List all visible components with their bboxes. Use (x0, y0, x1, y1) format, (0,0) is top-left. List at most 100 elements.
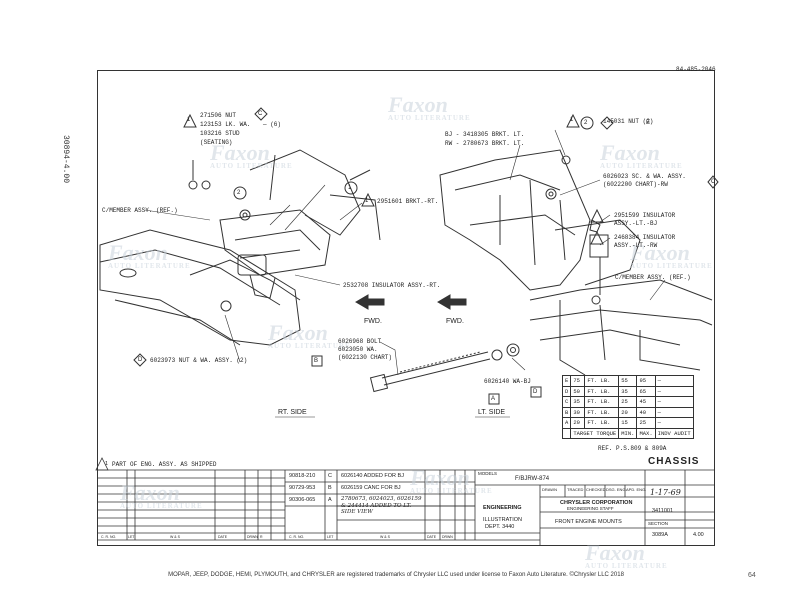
callout-bj-brkt: BJ - 3418305 BRKT. LT. (445, 131, 525, 138)
col-drwn: DRWN (247, 535, 258, 539)
label-fwd-center: FWD. (446, 318, 464, 325)
page-number: 64 (748, 572, 756, 579)
label-fwd-right: FWD. (364, 318, 382, 325)
torque-header: TARGET TORQUE MIN.MAX.INDV AUDIT (561, 427, 694, 439)
callout-insulator-rw-2: ASSY.-LT.-RW (614, 242, 658, 249)
col-let-2: LET (327, 535, 334, 539)
balloon-c-right: D (138, 357, 143, 363)
balloon-1-tri: 1 (365, 198, 369, 204)
footer-legal: MOPAR, JEEP, DODGE, HEMI, PLYMOUTH, and … (168, 572, 624, 578)
callout-bolt: 6026968 BOLT (338, 338, 382, 345)
callout-nut-wa: 6023973 NUT & WA. ASSY. (2) (150, 357, 248, 364)
torque-ref: REF. P.S.809 & 809A (598, 445, 667, 452)
balloon-1-circle: 1 (348, 185, 352, 191)
col-cr: C. R. NO. (101, 535, 117, 539)
drawing-sheet (97, 70, 715, 546)
models: F/BJRW-874 (515, 476, 550, 482)
rev-letter: B (328, 485, 332, 491)
callout-cmember-right: C/MEMBER ASSY. (REF.) (102, 207, 178, 214)
note-part-of-eng: PART OF ENG. ASSY. AS SHIPPED (112, 461, 217, 468)
balloon-c-left: D (533, 389, 538, 395)
callout-insulator-bj: 2951599 INSULATOR (614, 212, 676, 219)
callout-lk-wa: 123153 LK. WA. (200, 121, 251, 128)
rev-text: 6026140 ADDED FOR BJ (341, 473, 404, 479)
tb-staff: ENGINEERING STAFF (567, 506, 614, 511)
callout-qty: — (6) (263, 121, 282, 128)
tb-dept: ENGINEERING (483, 505, 522, 511)
callout-insulator-bj-2: ASSY.-LT.-BJ (614, 220, 658, 227)
rev-num: 90818-210 (289, 473, 316, 479)
col-date: DATE (218, 535, 228, 539)
callout-nut: 271506 NUT (200, 112, 237, 119)
col-ws: W & S (170, 535, 180, 539)
col-date-2: DATE (427, 535, 437, 539)
callout-insulator-rt: 2532708 INSULATOR ASSY.-RT. (343, 282, 441, 289)
tb-dsg: DSG. ENG. (606, 487, 627, 492)
crossmember-left (529, 279, 713, 376)
col-cr-2: C. R. NO. (289, 535, 305, 539)
tb-checked: CHECKED (586, 487, 606, 492)
balloon-e: E (646, 120, 651, 126)
balloon-1-note: 1 (105, 461, 109, 467)
callout-wa-bj: 6026140 WA-BJ (484, 378, 531, 385)
tb-drawn: DRAWN (542, 487, 557, 492)
insulator-right (219, 209, 331, 299)
models-label: MODELS (478, 471, 498, 476)
rev-num: 90729-953 (289, 485, 316, 491)
col-r: R (260, 535, 263, 539)
crossmember-right (99, 229, 301, 346)
tb-apd: APD. ENG. (626, 487, 647, 492)
tb-manual: 3411001 (652, 508, 674, 514)
label-rt-side: RT. SIDE (278, 409, 307, 416)
tb-title: FRONT ENGINE MOUNTS (555, 519, 622, 525)
rev-text: 6026159 CANC FOR BJ (341, 485, 401, 491)
tb-section-label: SECTION (648, 521, 669, 526)
tb-section: CHASSIS (648, 456, 700, 467)
balloon-d: C (711, 179, 716, 185)
callout-seating: (SEATING) (200, 139, 233, 146)
callout-wa: 6023050 WA. (338, 346, 378, 353)
tb-illustration: ILLUSTRATION (483, 517, 523, 523)
tb-dept-no: DEPT. 3440 (485, 524, 515, 530)
callout-stud: 103216 STUD (200, 130, 240, 137)
balloon-a: A (491, 396, 496, 402)
drawing-code: 84-485-2046 (676, 66, 716, 73)
tb-page: 4.00 (693, 532, 704, 538)
bracket-right (249, 149, 381, 241)
callout-sc-wa: 6026023 SC. & WA. ASSY. (603, 173, 686, 180)
callout-nut-left: 145031 NUT (2) (603, 118, 654, 125)
fasteners-left (545, 155, 601, 305)
col-ws-2: W & S (380, 535, 390, 539)
rev-text: 2780673, 6024023, 6026159 & 244414 ADDED… (341, 496, 422, 515)
callout-cmember-left: C/MEMBER ASSY. (REF.) (615, 274, 691, 281)
fasteners-right (188, 160, 251, 312)
fwd-arrow-center (437, 294, 467, 310)
balloon-b-center: B (314, 358, 319, 364)
tb-traced: TRACED (567, 487, 584, 492)
tb-company: CHRYSLER CORPORATION (560, 500, 633, 506)
callout-insulator-rw: 2468384 INSULATOR (614, 234, 676, 241)
callout-chart: (6022130 CHART) (338, 354, 393, 361)
callout-sc-chart: (6022200 CHART)-RW (603, 181, 668, 188)
tb-sheet: 3089A (652, 532, 668, 538)
callout-rw-brkt: RW - 2780673 BRKT. LT. (445, 140, 525, 147)
balloon-1: 1 (187, 117, 191, 123)
rev-letter: A (328, 497, 332, 503)
balloon-2-left: 2 (584, 120, 588, 126)
bracket-left (439, 149, 591, 291)
callout-brkt-rt: 2951601 BRKT.-RT. (377, 198, 439, 205)
